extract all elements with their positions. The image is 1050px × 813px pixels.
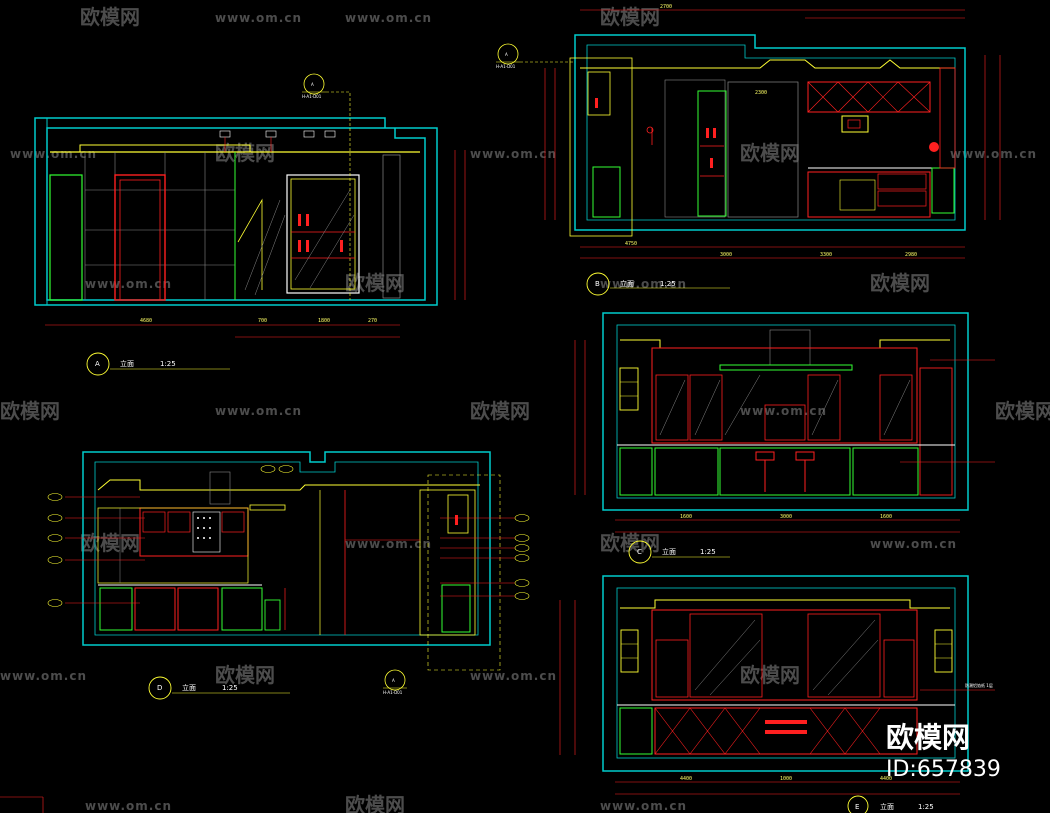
- watermark-logo: 欧模网: [740, 663, 800, 687]
- dim-label: 3000: [720, 252, 732, 258]
- watermark-logo: 欧模网: [80, 531, 140, 555]
- watermark-url: www.om.cn: [0, 669, 87, 683]
- material-note: 防潮铝箔纸 1层: [965, 682, 993, 688]
- elevation-title-circle: [628, 540, 652, 564]
- elevation-label: 立面: [662, 547, 676, 556]
- watermark-logo: 欧模网: [600, 531, 660, 555]
- elevation-scale: 1:25: [160, 360, 176, 368]
- wine-cabinet: [286, 174, 360, 294]
- elevation-title-circle: [586, 272, 610, 296]
- section-mark-letter: A: [392, 678, 395, 683]
- dim-label: 2700: [660, 4, 672, 10]
- watermark-url: www.om.cn: [470, 147, 557, 161]
- dim-label: 270: [368, 318, 377, 324]
- elevation-e-drawing: 防潮铝箔纸 1层 4400 1000 4400 E 立面 1:25: [559, 575, 995, 813]
- watermark-logo: 欧模网: [995, 399, 1050, 423]
- elevation-a-drawing: 4680 700 1800 270 A H-A1-D01 A 立面 1:25: [34, 73, 466, 376]
- section-mark-letter: A: [311, 82, 314, 87]
- watermark-url: www.om.cn: [950, 147, 1037, 161]
- watermark-url: www.om.cn: [215, 11, 302, 25]
- dim-label: 3300: [820, 252, 832, 258]
- dim-label: 2980: [905, 252, 917, 258]
- watermark-logo: 欧模网: [600, 5, 660, 29]
- callout-tags: [47, 465, 530, 607]
- section-mark-letter: A: [505, 52, 508, 57]
- upper-cabinets: [651, 347, 918, 444]
- elevation-title-circle: [148, 676, 172, 700]
- base-cabinets: [654, 707, 918, 755]
- watermark-url: www.om.cn: [10, 147, 97, 161]
- watermark-url: www.om.cn: [470, 669, 557, 683]
- dim-label: 1600: [680, 514, 692, 520]
- elevation-b-drawing: 2300 4750 3000 3300 2980 2700: [496, 4, 1001, 296]
- wall-outline: [602, 575, 969, 772]
- elevation-letter: C: [637, 548, 642, 556]
- watermark-url: www.om.cn: [215, 404, 302, 418]
- elevation-letter: E: [855, 803, 859, 811]
- section-mark-code: H-A1-D01: [383, 690, 403, 695]
- dim-label: 700: [258, 318, 267, 324]
- upper-cabinets: [651, 609, 918, 701]
- elevation-letter: B: [595, 280, 600, 288]
- watermark-url: www.om.cn: [85, 799, 172, 813]
- source-stamp: 欧模网 ID:657839: [886, 721, 1001, 782]
- watermark-logo: 欧模网: [870, 271, 930, 295]
- elevation-title-circle: [86, 352, 110, 376]
- section-mark-code: H-A1-D01: [496, 64, 516, 69]
- watermark-url: www.om.cn: [345, 537, 432, 551]
- watermark-url: www.om.cn: [870, 537, 957, 551]
- elevation-label: 立面: [120, 359, 134, 368]
- wall-outline: [602, 312, 969, 511]
- watermark-url: www.om.cn: [600, 799, 687, 813]
- dim-label: 3000: [780, 514, 792, 520]
- elevation-scale: 1:25: [700, 548, 716, 556]
- bar-stools: [755, 451, 815, 492]
- wine-bottles: [298, 214, 343, 252]
- section-mark-circle: [497, 43, 519, 65]
- watermark-logo: 欧模网: [345, 793, 405, 813]
- elevation-d-drawing: A H-A1-D01 D 立面 1:25: [47, 451, 530, 700]
- stamp-id: ID:657839: [886, 757, 1001, 782]
- section-mark-circle: [384, 669, 406, 691]
- elevation-letter: A: [95, 360, 100, 368]
- elevation-scale: 1:25: [918, 803, 934, 811]
- base-cabinets: [99, 587, 263, 631]
- dim-label: 1600: [880, 514, 892, 520]
- elevation-scale: 1:25: [222, 684, 238, 692]
- tall-cabinet: [49, 174, 83, 301]
- stamp-logo: 欧模网: [886, 721, 970, 754]
- dim-label: 4750: [625, 241, 637, 247]
- watermark-url: www.om.cn: [345, 11, 432, 25]
- elevation-title-circle: [847, 795, 869, 813]
- callout-tags: [219, 130, 336, 152]
- wall-outline: [82, 451, 491, 646]
- watermark-logo: 欧模网: [345, 271, 405, 295]
- watermark-logo: 欧模网: [470, 399, 530, 423]
- elevation-label: 立面: [880, 802, 894, 811]
- elevation-letter: D: [157, 684, 162, 692]
- dim-label: 4400: [680, 776, 692, 782]
- watermark-url: www.om.cn: [600, 277, 687, 291]
- watermark-logo: 欧模网: [80, 5, 140, 29]
- dim-label: 1800: [318, 318, 330, 324]
- dim-label: 4400: [880, 776, 892, 782]
- watermark-logo: 欧模网: [0, 399, 60, 423]
- section-mark-code: H-A1-D01: [302, 94, 322, 99]
- elevation-c-drawing: 1600 3000 1600 C 立面 1:25: [574, 312, 995, 564]
- dim-label: 4680: [140, 318, 152, 324]
- wall-outline: [574, 34, 966, 231]
- watermark-url: www.om.cn: [740, 404, 827, 418]
- elevation-scale: 1:25: [660, 280, 676, 288]
- watermark-url: www.om.cn: [85, 277, 172, 291]
- elevation-label: 立面: [620, 279, 634, 288]
- dim-label: 1000: [780, 776, 792, 782]
- watermark-logo: 欧模网: [740, 141, 800, 165]
- dim-label: 2300: [755, 90, 767, 96]
- section-mark-circle: [303, 73, 325, 95]
- watermark-logo: 欧模网: [215, 663, 275, 687]
- elevation-label: 立面: [182, 683, 196, 692]
- base-cabinets: [619, 447, 919, 496]
